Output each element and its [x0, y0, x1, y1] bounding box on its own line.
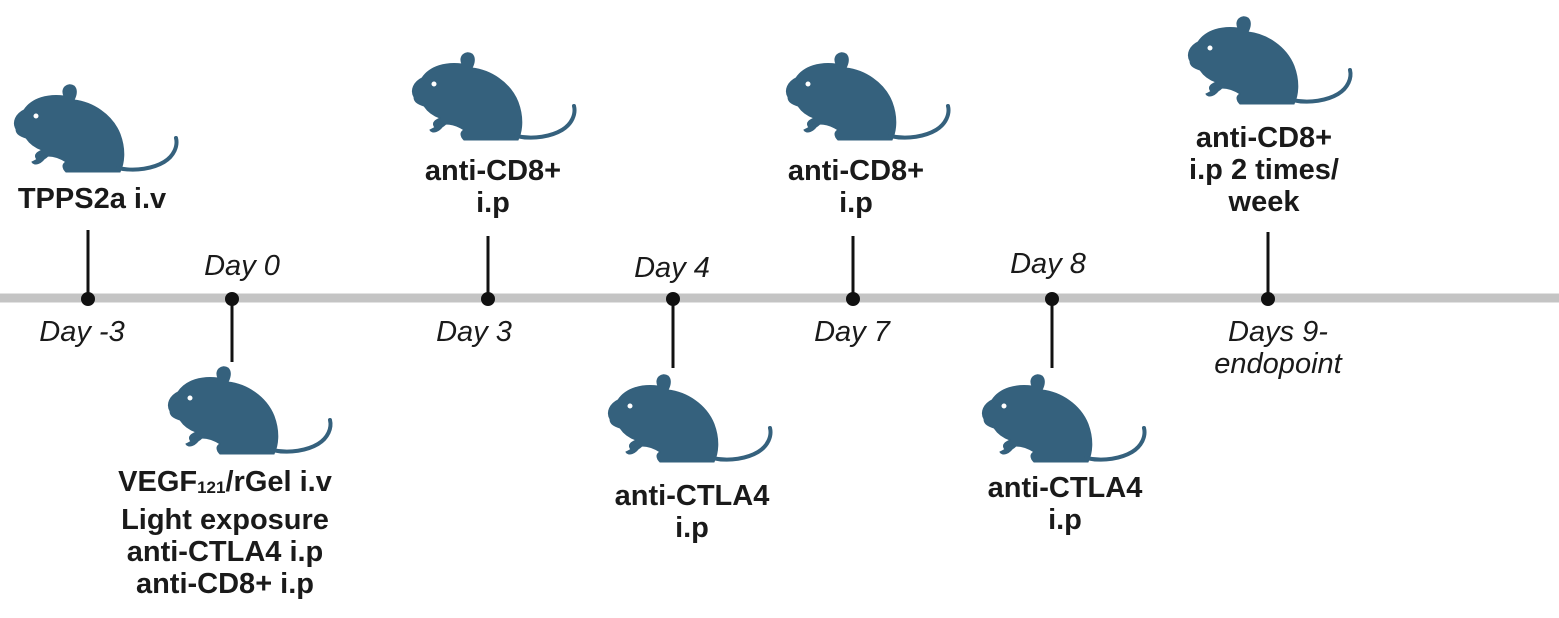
event-label-line: anti-CD8+	[424, 155, 562, 187]
mouse-icon	[166, 364, 333, 456]
event-label-line: Light exposure	[121, 504, 329, 536]
event-marker-day4	[666, 292, 680, 306]
event-label-line: anti-CD8+	[787, 155, 925, 187]
event-label-line: i.p	[1048, 504, 1082, 536]
event-marker-day7	[846, 292, 860, 306]
event-label-line: i.p	[476, 187, 510, 219]
mouse-icon	[606, 372, 773, 464]
mouse-icon	[1186, 14, 1353, 106]
event-label-day8: anti-CTLA4 i.p	[988, 472, 1143, 536]
event-marker-day8	[1045, 292, 1059, 306]
day-label-day9: Days 9- endopoint	[1214, 316, 1341, 380]
day-label-day8: Day 8	[1010, 248, 1086, 280]
mouse-icon	[410, 50, 577, 142]
event-label-day3: anti-CD8+ i.p	[425, 155, 561, 219]
mouse-icon	[784, 50, 951, 142]
event-label-line: anti-CD8+ i.p	[135, 568, 315, 600]
day-label-line: endopoint	[1214, 348, 1342, 380]
event-label-line: anti-CTLA4	[614, 480, 770, 512]
event-marker-day-minus3	[81, 292, 95, 306]
event-label-line: TPPS2a i.v	[17, 183, 167, 215]
day-label-day4: Day 4	[634, 252, 710, 284]
event-label-day-minus3: TPPS2a i.v	[18, 183, 166, 215]
event-label-line: i.p	[675, 512, 709, 544]
day-label-day7: Day 7	[814, 316, 890, 348]
event-label-day0: VEGF121/rGel i.v Light exposure anti-CTL…	[118, 466, 332, 600]
event-label-day9: anti-CD8+ i.p 2 times/ week	[1189, 122, 1339, 218]
event-marker-day3	[481, 292, 495, 306]
mouse-icon	[980, 372, 1147, 464]
day-label-day-minus3: Day -3	[39, 316, 125, 348]
mouse-icon	[12, 82, 179, 174]
event-label-day7: anti-CD8+ i.p	[788, 155, 924, 219]
event-label-day4: anti-CTLA4 i.p	[615, 480, 770, 544]
day-label-line: Days 9-	[1228, 316, 1328, 348]
event-label-line: anti-CTLA4 i.p	[126, 536, 324, 568]
event-label-line: week	[1228, 186, 1300, 218]
event-label-line: anti-CD8+	[1195, 122, 1333, 154]
event-marker-day9	[1261, 292, 1275, 306]
day-label-day3: Day 3	[436, 316, 512, 348]
event-label-line: i.p	[839, 187, 873, 219]
day-label-day0: Day 0	[204, 250, 280, 282]
event-marker-day0	[225, 292, 239, 306]
event-label-line-vegf: VEGF121/rGel i.v	[118, 466, 332, 498]
event-label-line: anti-CTLA4	[987, 472, 1143, 504]
event-label-line: i.p 2 times/	[1189, 154, 1339, 186]
